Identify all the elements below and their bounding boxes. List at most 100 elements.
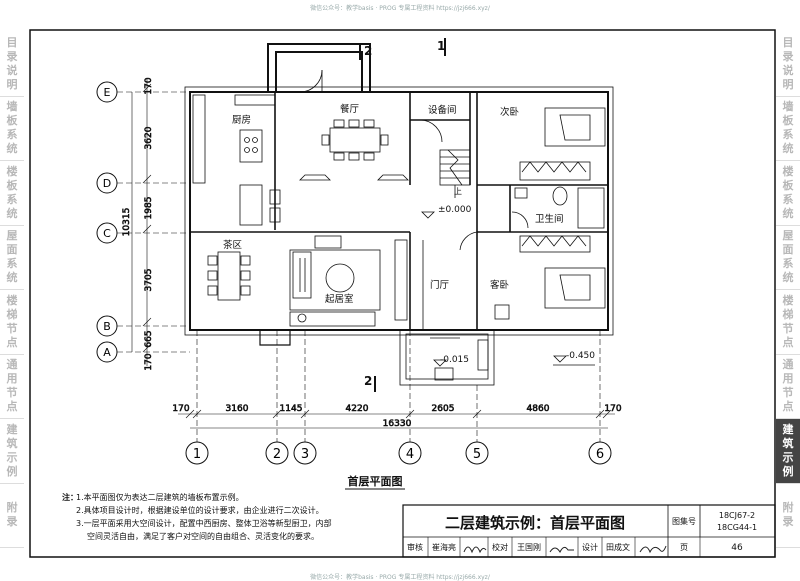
side-tab-right-2[interactable]: 楼板系统	[776, 161, 800, 226]
axis-col-6: 6	[588, 330, 612, 465]
side-tab-char: 明	[782, 77, 794, 91]
side-tab-char: 楼	[6, 293, 18, 307]
signatures	[463, 545, 667, 554]
side-tab-char: 统	[6, 206, 18, 220]
section-1-top: 1	[437, 39, 445, 53]
title-block-text: 二层建筑示例：首层平面图 图集号 18CJ67-2 18CG44-1 审核 崔海…	[407, 511, 757, 553]
dim-h-23: 1145	[280, 404, 303, 414]
notes-label: 注：	[62, 492, 78, 502]
svg-text:5: 5	[473, 447, 481, 462]
check-label: 校对	[492, 542, 508, 552]
side-tab-char: 筑	[782, 436, 794, 450]
dim-v-total: 10315	[122, 208, 132, 237]
side-tab-left-6[interactable]: 建筑示例	[0, 419, 24, 484]
side-tab-char: 屋	[6, 229, 18, 243]
guest-bedroom-furniture	[494, 235, 606, 320]
side-tab-right-7[interactable]: 附录	[776, 484, 800, 548]
side-tab-char: 示	[782, 450, 794, 464]
dim-v-ba: 665	[144, 330, 154, 347]
title-block	[402, 504, 776, 558]
section-2-bottom: 2	[364, 374, 372, 388]
watermark-bottom: 微信公众号：教学basis · PROG 专属工程资料 https://jzj6…	[310, 574, 490, 581]
dim-h-left: 170	[172, 404, 189, 414]
label-kitchen: 厨房	[232, 114, 251, 126]
axis-row-e: E	[96, 81, 190, 103]
side-tab-left-7[interactable]: 附录	[0, 484, 24, 548]
side-tab-left-4[interactable]: 楼梯节点	[0, 290, 24, 355]
dim-h-12: 3160	[226, 404, 249, 414]
label-second-bedroom: 次卧	[500, 106, 520, 118]
side-tab-right-1[interactable]: 墙板系统	[776, 97, 800, 161]
axis-col-2: 2	[265, 330, 289, 465]
side-tab-char: 说	[782, 63, 794, 77]
design-label: 设计	[582, 542, 598, 552]
side-tab-char: 墙	[6, 100, 18, 114]
bay-bottom-left	[259, 330, 291, 346]
side-tab-right-3[interactable]: 屋面系统	[776, 226, 800, 290]
designer-name: 田成文	[606, 542, 630, 552]
side-tab-right-5[interactable]: 通用节点	[776, 355, 800, 419]
note-1: 1.本平面图仅为表达二层建筑的墙板布置示例。	[76, 492, 244, 502]
side-tab-char: 统	[6, 271, 18, 285]
side-tab-char: 通	[6, 358, 18, 372]
side-tab-right-0[interactable]: 目录说明	[776, 32, 800, 97]
label-dining: 餐厅	[340, 103, 360, 115]
axis-col-3: 3	[293, 330, 317, 465]
atlas-no-2: 18CG44-1	[717, 523, 757, 532]
side-tab-char: 建	[6, 422, 18, 436]
second-bedroom-furniture	[519, 107, 606, 181]
side-tab-char: 楼	[782, 164, 794, 178]
bathroom-fixtures	[511, 186, 605, 229]
label-living: 起居室	[325, 293, 354, 305]
stair	[439, 149, 471, 198]
review-label: 审核	[407, 542, 423, 552]
side-tab-left-1[interactable]: 墙板系统	[0, 97, 24, 161]
side-tab-char: 点	[782, 400, 794, 414]
side-tab-left-3[interactable]: 屋面系统	[0, 226, 24, 290]
elevation-marks: ±0.000 -0.015 -0.450	[421, 205, 595, 367]
axis-col-1: 1	[185, 330, 209, 465]
vertical-dimensions: 170 3620 1985 3705 665 170 10315	[122, 77, 155, 371]
label-equipment: 设备间	[428, 104, 457, 116]
dim-h-56: 4860	[527, 404, 550, 414]
side-tab-char: 面	[782, 243, 794, 257]
atlas-no-1: 18CJ67-2	[719, 511, 755, 520]
living-room-furniture	[289, 235, 408, 327]
elev-floor: ±0.000	[438, 205, 472, 215]
note-2: 2.具体项目设计时，根据建设单位的设计要求，由企业进行二次设计。	[76, 505, 324, 515]
side-tab-char: 明	[6, 77, 18, 91]
side-tab-char: 系	[782, 257, 794, 271]
side-tab-char: 用	[6, 372, 18, 386]
exterior-walls	[189, 43, 609, 331]
dim-h-total: 16330	[383, 419, 412, 429]
side-tab-char: 板	[782, 178, 794, 192]
dim-v-ed: 3620	[144, 126, 154, 149]
side-tab-char: 例	[782, 464, 794, 478]
side-tab-char: 板	[6, 114, 18, 128]
side-tab-char: 节	[782, 386, 794, 400]
side-tab-left-0[interactable]: 目录说明	[0, 32, 24, 97]
axis-row-d: D	[96, 172, 190, 194]
checker-name: 王国刚	[517, 543, 541, 552]
label-stair-up: 上	[454, 187, 462, 196]
side-tab-char: 目	[782, 35, 794, 49]
side-tab-char: 系	[6, 192, 18, 206]
tea-area-furniture	[207, 251, 251, 301]
dim-v-cb: 3705	[144, 269, 154, 292]
side-tab-char: 系	[782, 192, 794, 206]
side-tab-char: 面	[6, 243, 18, 257]
side-tab-char: 点	[782, 335, 794, 349]
side-tab-right-6[interactable]: 建筑示例	[776, 419, 800, 484]
reviewer-name: 崔海亮	[432, 542, 456, 552]
side-tab-right-4[interactable]: 楼梯节点	[776, 290, 800, 355]
door-swing-equipment	[419, 119, 443, 143]
side-tab-char: 点	[6, 400, 18, 414]
side-tab-char: 节	[6, 386, 18, 400]
section-2-top: 2	[364, 44, 372, 58]
side-tab-left-5[interactable]: 通用节点	[0, 355, 24, 419]
side-tab-left-2[interactable]: 楼板系统	[0, 161, 24, 226]
side-tab-char: 点	[6, 335, 18, 349]
label-guest-bedroom: 客卧	[490, 279, 510, 291]
axis-col-4: 4	[398, 330, 422, 465]
